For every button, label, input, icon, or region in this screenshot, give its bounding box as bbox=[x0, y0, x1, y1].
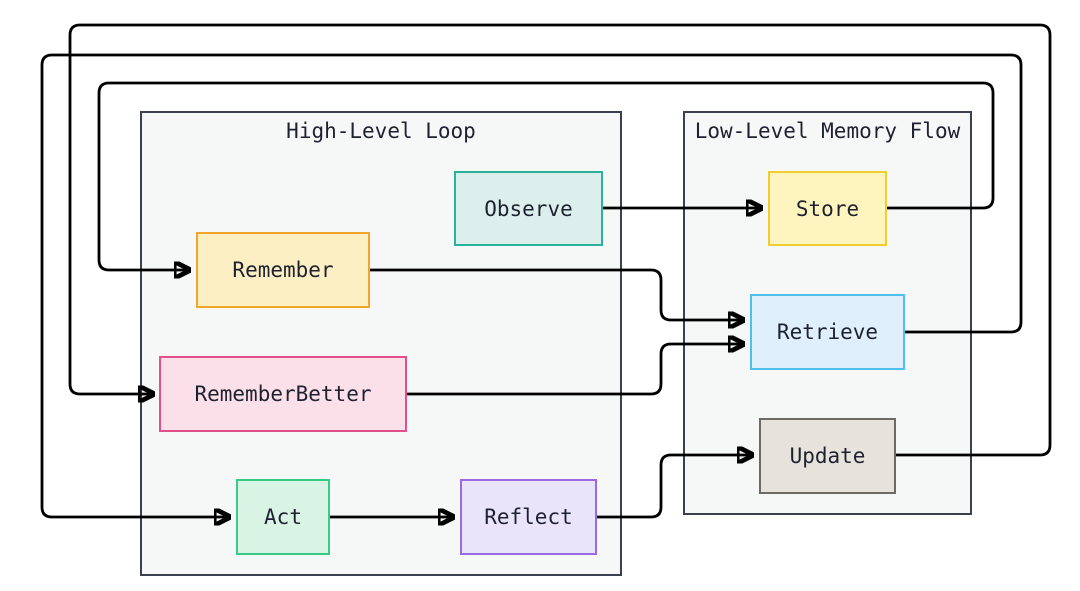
high-level-loop-title: High-Level Loop bbox=[286, 119, 476, 143]
act-node[interactable]: Act bbox=[236, 479, 330, 555]
store-label: Store bbox=[795, 196, 860, 221]
retrieve-label: Retrieve bbox=[776, 320, 879, 344]
low-level-memory-flow-title: Low-Level Memory Flow bbox=[694, 119, 961, 143]
reflect-label: Reflect bbox=[484, 505, 573, 529]
update-node[interactable]: Update bbox=[759, 418, 896, 494]
act-label: Act bbox=[264, 505, 302, 529]
reflect-node[interactable]: Reflect bbox=[460, 479, 597, 555]
rememberbetter-label: RememberBetter bbox=[194, 382, 372, 406]
remember-label: Remember bbox=[232, 258, 334, 282]
store-node[interactable]: Store bbox=[768, 171, 887, 246]
update-label: Update bbox=[789, 444, 866, 468]
rememberbetter-node[interactable]: RememberBetter bbox=[159, 356, 407, 432]
retrieve-node[interactable]: Retrieve bbox=[750, 294, 905, 370]
observe-node[interactable]: Observe bbox=[454, 171, 603, 246]
remember-node[interactable]: Remember bbox=[196, 232, 370, 308]
observe-label: Observe bbox=[484, 196, 573, 221]
